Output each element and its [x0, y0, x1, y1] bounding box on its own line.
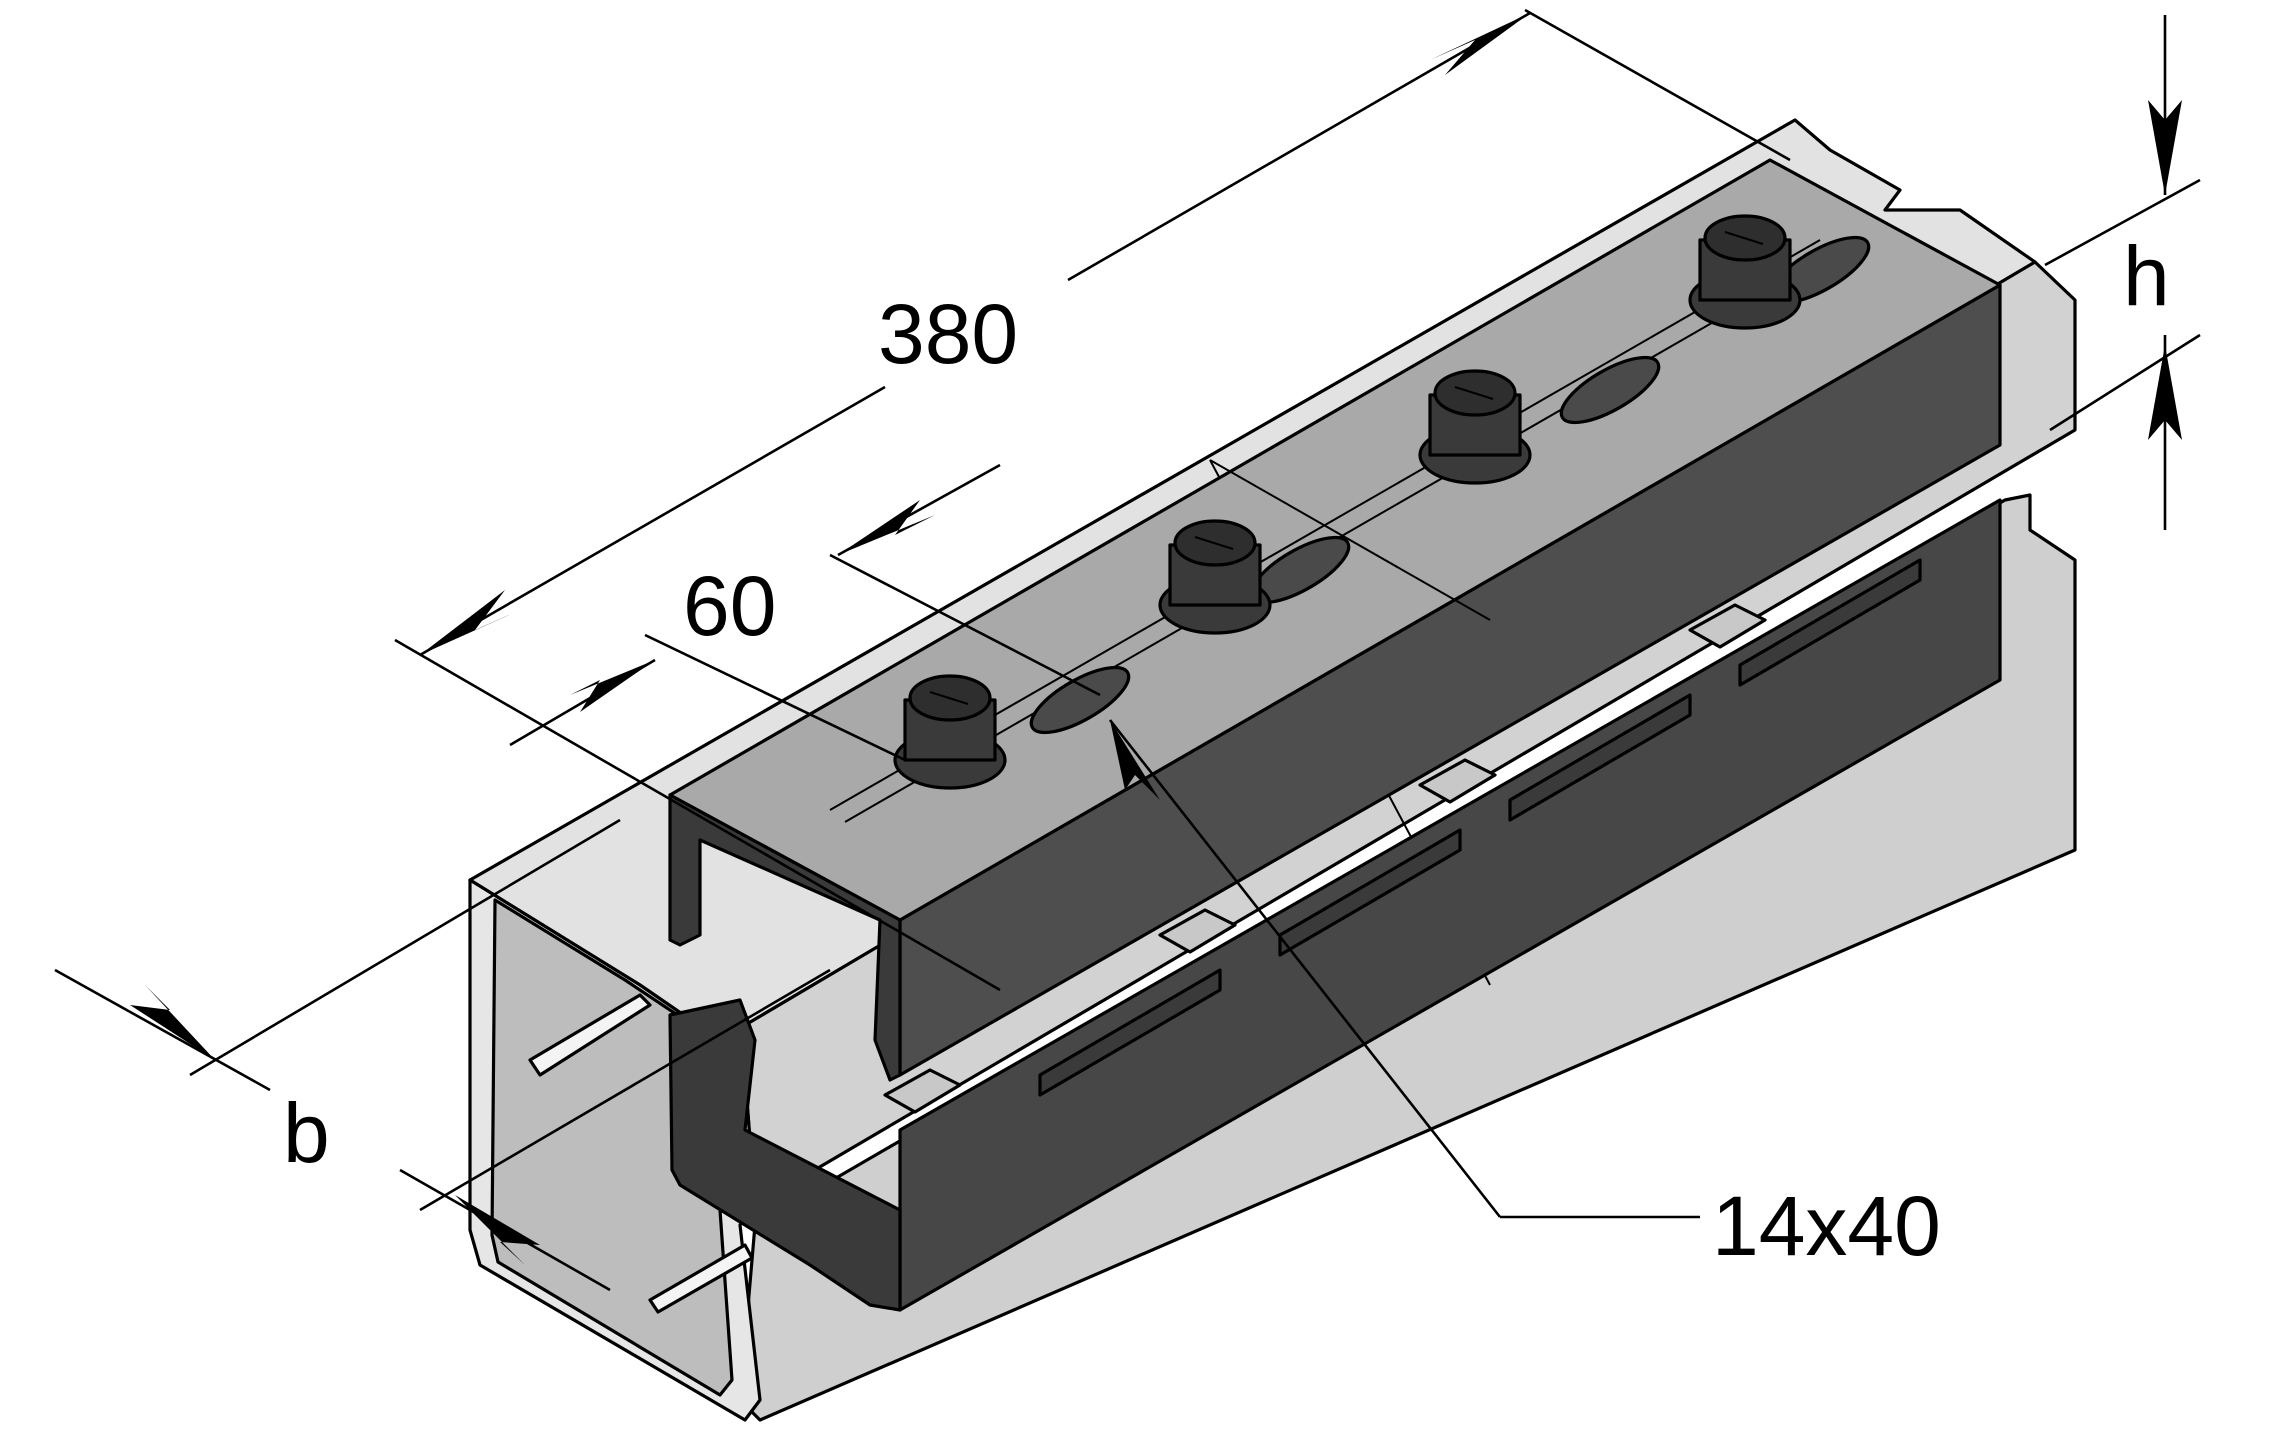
bolt-1	[893, 674, 1007, 790]
dimension-label-spacing: 60	[683, 559, 776, 653]
dimension-label-width: b	[283, 1086, 330, 1180]
clip-2	[1158, 908, 1237, 954]
outer-channel-front-slot-top	[528, 993, 652, 1077]
lower-slot-3	[1508, 693, 1692, 822]
connector-lower-end-profile	[668, 998, 902, 1312]
arrow-b-bottom	[455, 1195, 540, 1265]
clip-4	[1688, 603, 1767, 649]
arrow-60-left	[570, 660, 655, 712]
arrow-380-right	[1430, 13, 1530, 75]
dimension-label-length: 380	[878, 287, 1018, 381]
bolt-3	[1418, 369, 1532, 485]
lower-slot-4	[1738, 558, 1922, 687]
arrow-h-top	[2148, 100, 2182, 195]
lower-slot-2	[1278, 828, 1462, 957]
bolts	[893, 214, 1802, 790]
dimension-label-slot: 14x40	[1712, 1179, 1941, 1273]
arrow-60-right	[838, 500, 935, 555]
bolt-2	[1158, 519, 1272, 635]
arrow-b-top	[130, 985, 215, 1060]
connector-plate-seam	[1209, 459, 1491, 621]
lower-slot-1	[1038, 968, 1222, 1097]
arrow-h-bottom	[2148, 345, 2182, 440]
bolt-4	[1688, 214, 1802, 330]
clip-1	[883, 1068, 962, 1114]
outer-channel-front-slot-bottom	[648, 1243, 754, 1314]
dimension-lines	[54, 8, 2201, 1292]
oval-hole-3	[1559, 355, 1661, 425]
dimension-label-height: h	[2123, 229, 2170, 323]
arrow-slot-leader	[1110, 720, 1160, 800]
arrow-380-left	[420, 590, 520, 655]
clip-3	[1418, 758, 1497, 804]
oval-hole-1	[1029, 665, 1131, 735]
